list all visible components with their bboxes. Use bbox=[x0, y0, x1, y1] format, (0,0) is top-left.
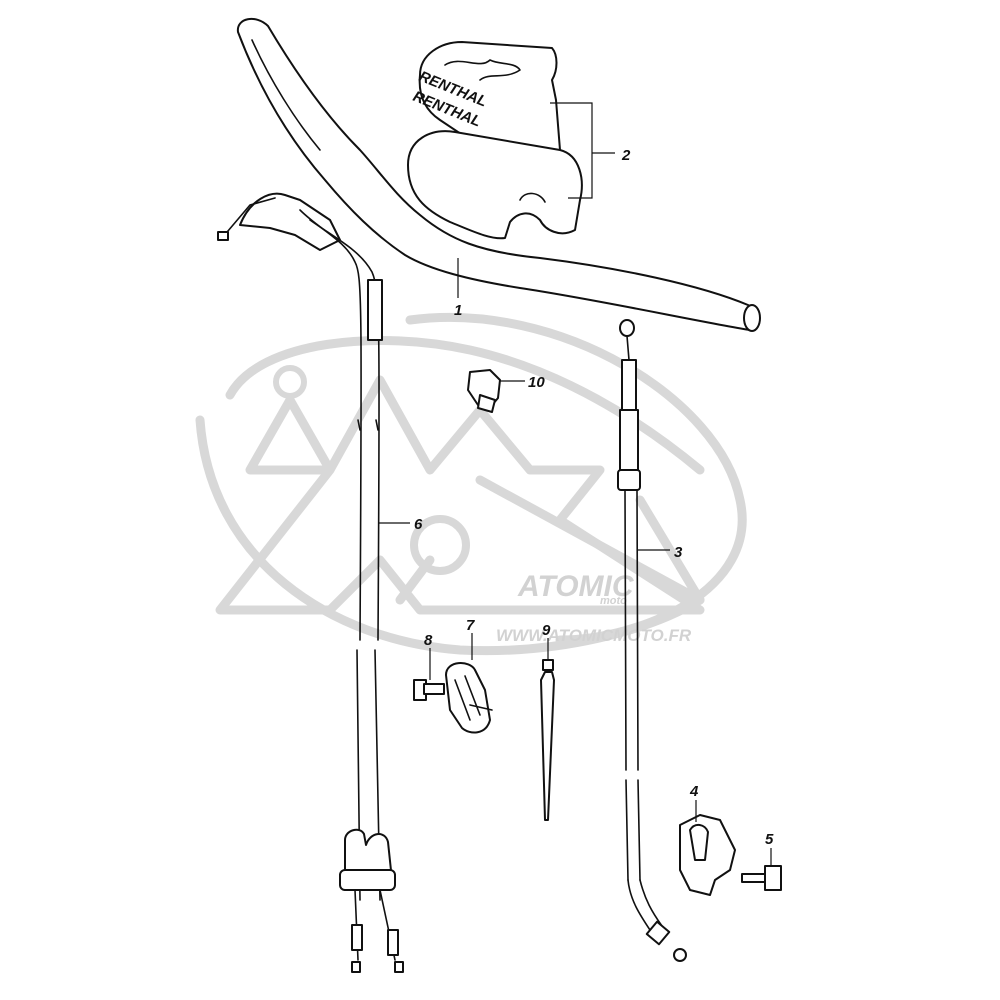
callout-8: 8 bbox=[424, 632, 433, 649]
callout-5: 5 bbox=[765, 831, 774, 848]
callout-1: 1 bbox=[454, 302, 462, 319]
throttle-cables bbox=[217, 192, 404, 973]
cable-tie bbox=[540, 659, 555, 821]
cable-clip bbox=[467, 369, 501, 413]
cable-guide bbox=[445, 662, 493, 734]
callout-4: 4 bbox=[689, 783, 699, 800]
clutch-cable bbox=[617, 319, 687, 962]
callout-9: 9 bbox=[542, 622, 551, 639]
callout-3: 3 bbox=[674, 544, 683, 561]
watermark-logo-text: ATOMIC bbox=[517, 570, 635, 603]
handlebar-pad: RENTHAL RENTHAL bbox=[407, 41, 583, 240]
leader-lines bbox=[378, 102, 772, 866]
watermark-url: WWW.ATOMICMOTO.FR bbox=[496, 626, 692, 645]
watermark-logo: ATOMIC moto WWW.ATOMICMOTO.FR bbox=[195, 312, 747, 656]
callout-10: 10 bbox=[528, 374, 545, 391]
callout-2: 2 bbox=[621, 147, 631, 164]
callout-6: 6 bbox=[414, 516, 423, 533]
callout-7: 7 bbox=[466, 617, 475, 634]
callout-labels: 1 2 3 4 5 6 7 8 9 10 bbox=[414, 147, 774, 848]
bolt-8 bbox=[413, 679, 445, 701]
handlebar bbox=[236, 17, 761, 332]
watermark-logo-subtext: moto bbox=[600, 595, 627, 607]
bolt-5 bbox=[741, 865, 782, 891]
clamp-bracket bbox=[679, 814, 736, 896]
